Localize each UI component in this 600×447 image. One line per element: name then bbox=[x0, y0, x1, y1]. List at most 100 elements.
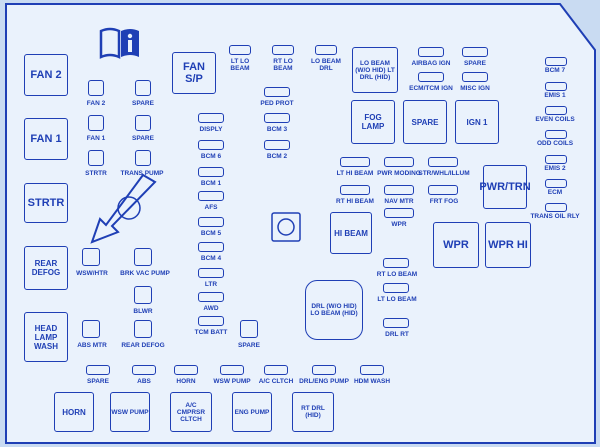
label-rear-defog: REAR DEFOG bbox=[121, 342, 165, 349]
label-bcm-3: BCM 3 bbox=[266, 126, 288, 133]
fuse-spare-5 bbox=[86, 365, 110, 375]
fuse-frt-fog bbox=[428, 185, 458, 195]
arrow-icon bbox=[90, 173, 157, 244]
label-bcm-6: BCM 6 bbox=[200, 153, 222, 160]
label-rt-lo-beam: RT LO BEAM bbox=[273, 58, 293, 72]
fuse-abs-mtr bbox=[82, 320, 100, 338]
label-lt-lo-beam-2: LT LO BEAM bbox=[377, 296, 417, 303]
relay-ign-1: IGN 1 bbox=[455, 100, 499, 144]
label-spare-1: SPARE bbox=[132, 100, 154, 107]
fuse-wsw-htr bbox=[82, 248, 100, 266]
label-spare-2: SPARE bbox=[132, 135, 154, 142]
label-tcm-batt: TCM BATT bbox=[194, 329, 228, 336]
relay-hi-beam: HI BEAM bbox=[330, 212, 372, 254]
fuse-tcm-batt bbox=[198, 316, 224, 326]
fuse-spare-3 bbox=[462, 47, 488, 57]
fuse-misc-ign bbox=[462, 72, 488, 82]
fuse-ltr bbox=[198, 268, 224, 278]
relay-spare: SPARE bbox=[403, 100, 447, 144]
label-misc-ign: MISC IGN bbox=[460, 85, 490, 92]
label-pwr-moding: PWR MODING bbox=[377, 170, 421, 177]
relay-drl: DRL (W/O HID) LO BEAM (HID) bbox=[305, 280, 363, 340]
label-spare-5: SPARE bbox=[87, 378, 109, 385]
label-bcm-5: BCM 5 bbox=[200, 230, 222, 237]
label-bcm-7: BCM 7 bbox=[544, 67, 566, 74]
relay-fan-2: FAN 2 bbox=[24, 54, 68, 96]
fuse-bcm-4 bbox=[198, 242, 224, 252]
fuse-horn bbox=[174, 365, 198, 375]
fuse-even-coils bbox=[545, 106, 567, 115]
label-airbag-ign: AIRBAG IGN bbox=[411, 60, 451, 67]
label-ltr: LTR bbox=[204, 281, 218, 288]
label-drl-rt: DRL RT bbox=[385, 331, 409, 338]
fuse-afs bbox=[198, 191, 224, 201]
label-brk-vac-pump: BRK VAC PUMP bbox=[120, 270, 170, 277]
label-strtr: STRTR bbox=[85, 170, 107, 177]
relay-strtr: STRTR bbox=[24, 183, 68, 223]
relay-fog-lamp: FOG LAMP bbox=[351, 100, 395, 144]
label-ecm: ECM bbox=[547, 189, 563, 196]
fuse-rt-hi-beam bbox=[340, 185, 370, 195]
relay-eng-pump: ENG PUMP bbox=[232, 392, 272, 432]
fuse-bcm-1 bbox=[198, 167, 224, 177]
relay-rt-drl: RT DRL (HID) bbox=[292, 392, 334, 432]
fuse-rt-lo-beam-2 bbox=[383, 258, 409, 268]
relay-head-lamp-wash: HEAD LAMP WASH bbox=[24, 312, 68, 362]
fuse-ped-prot bbox=[264, 87, 290, 97]
fuse-wpr bbox=[384, 208, 414, 218]
fuse-spare-2 bbox=[135, 115, 151, 131]
label-afs: AFS bbox=[204, 204, 218, 211]
fuse-drl-eng-pump bbox=[312, 365, 336, 375]
label-even-coils: EVEN COILS bbox=[535, 116, 575, 123]
fuse-hdm-wash bbox=[360, 365, 384, 375]
relay-lo-beam: LO BEAM (W/O HID) LT DRL (HID) bbox=[352, 47, 398, 93]
label-str-whl-illum: STR/WHL/ILLUM bbox=[418, 170, 470, 177]
label-awd: AWD bbox=[203, 305, 219, 312]
label-hdm-wash: HDM WASH bbox=[353, 378, 391, 385]
fuse-bcm-3 bbox=[264, 113, 290, 123]
label-bcm-1: BCM 1 bbox=[200, 180, 222, 187]
fuse-bcm-5 bbox=[198, 217, 224, 227]
label-trans-pump: TRANS PUMP bbox=[120, 170, 164, 177]
fuse-trans-oil-rly bbox=[545, 203, 567, 212]
fuse-drl-rt bbox=[383, 318, 409, 328]
fuse-nav-mtr bbox=[384, 185, 414, 195]
fuse-rt-lo-beam bbox=[272, 45, 294, 55]
fuse-brk-vac-pump bbox=[134, 248, 152, 266]
label-trans-oil-rly: TRANS OIL RLY bbox=[530, 213, 580, 220]
fuse-airbag-ign bbox=[418, 47, 444, 57]
fuse-awd bbox=[198, 292, 224, 302]
label-emis-2: EMIS 2 bbox=[544, 165, 566, 172]
relay-pwr-trn: PWR/TRN bbox=[479, 165, 531, 209]
label-wpr: WPR bbox=[391, 221, 407, 228]
fuse-pwr-moding bbox=[384, 157, 414, 167]
fuse-fan-2 bbox=[88, 80, 104, 96]
fuse-odd-coils bbox=[545, 130, 567, 139]
fuse-lo-beam-drl bbox=[315, 45, 337, 55]
book-info-icon bbox=[99, 27, 141, 59]
fuse-lt-lo-beam bbox=[229, 45, 251, 55]
fuse-emis-2 bbox=[545, 155, 567, 164]
mount-square bbox=[271, 212, 301, 242]
fuse-trans-pump bbox=[135, 150, 151, 166]
relay-wpr: WPR bbox=[433, 222, 479, 268]
label-lt-hi-beam: LT HI BEAM bbox=[336, 170, 374, 177]
fuse-bcm-6 bbox=[198, 140, 224, 150]
fuse-spare-1 bbox=[135, 80, 151, 96]
label-emis-1: EMIS 1 bbox=[544, 92, 566, 99]
label-wsw-pump: WSW PUMP bbox=[213, 378, 251, 385]
fuse-str-whl-illum bbox=[428, 157, 458, 167]
label-frt-fog: FRT FOG bbox=[429, 198, 459, 205]
fuse-rear-defog bbox=[134, 320, 152, 338]
fuse-bcm-7 bbox=[545, 57, 567, 66]
label-horn: HORN bbox=[176, 378, 196, 385]
label-abs-mtr: ABS MTR bbox=[77, 342, 107, 349]
label-abs: ABS bbox=[137, 378, 151, 385]
label-odd-coils: ODD COILS bbox=[536, 140, 574, 147]
label-fan-2: FAN 2 bbox=[86, 100, 106, 107]
fuse-ecm-tcm-ign bbox=[418, 72, 444, 82]
label-wsw-htr: WSW/HTR bbox=[76, 270, 108, 277]
label-ped-prot: PED PROT bbox=[260, 100, 294, 107]
label-ac-cltch: A/C CLTCH bbox=[258, 378, 294, 385]
fuse-fan-1 bbox=[88, 115, 104, 131]
